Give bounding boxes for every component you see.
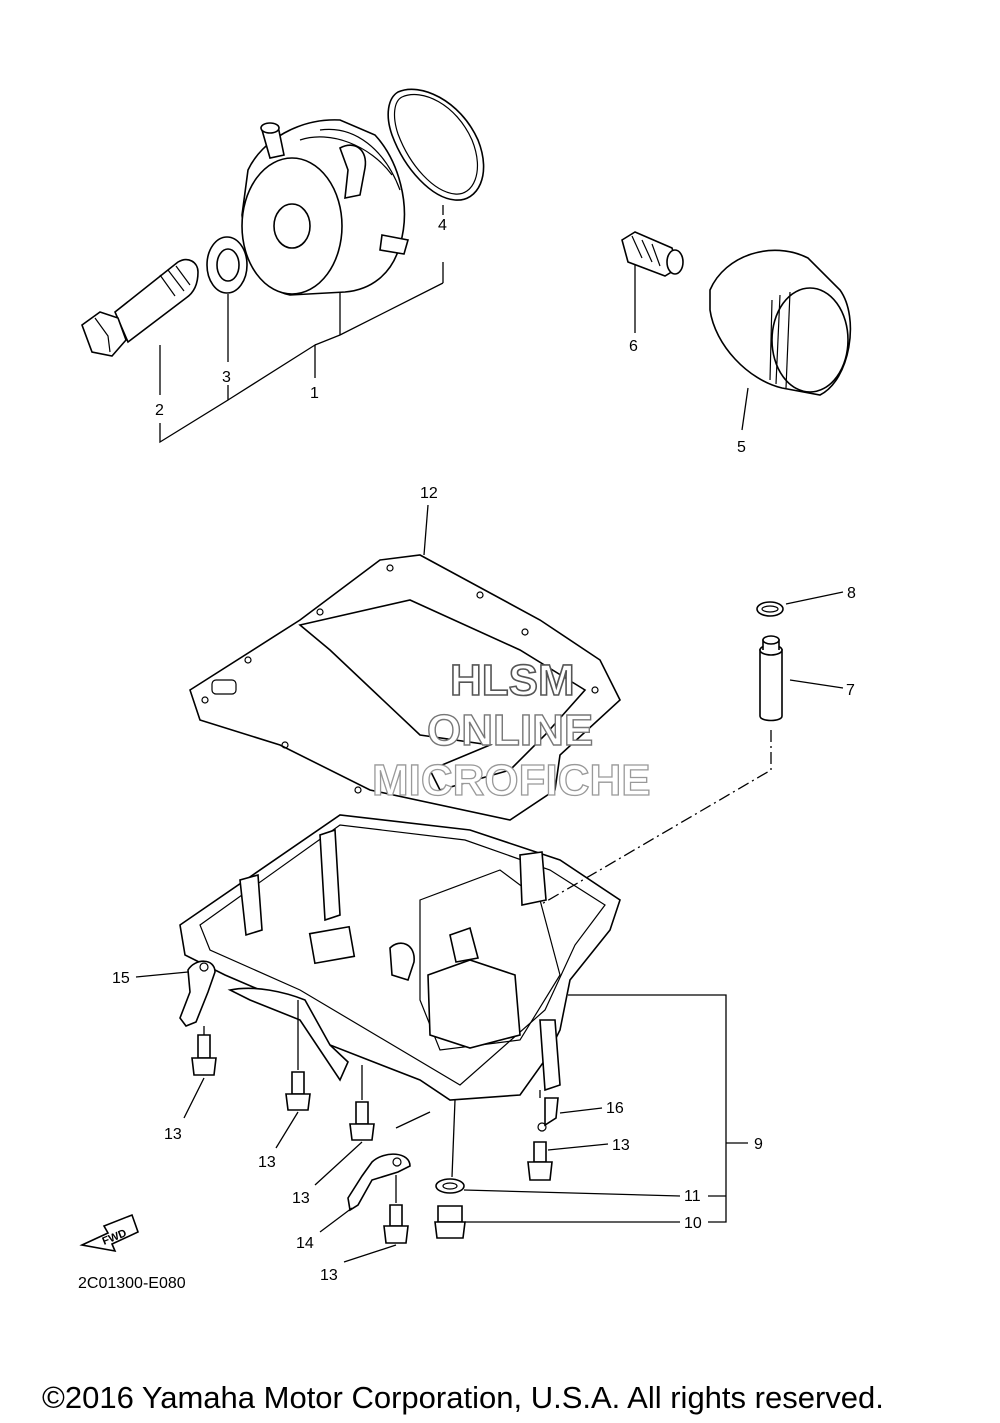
watermark-line-2: ONLINE <box>427 706 593 755</box>
oil-filter-part-5 <box>709 249 852 396</box>
drain-bolt-part-10 <box>434 1205 466 1239</box>
callout-6: 6 <box>629 338 638 355</box>
callout-3: 3 <box>222 369 231 386</box>
leader-lines-top <box>159 205 749 444</box>
leader-lines-bottom <box>135 504 844 1263</box>
callout-11: 11 <box>684 1188 701 1205</box>
fwd-arrow-icon: FWD <box>79 1213 139 1253</box>
bracket-part-14 <box>347 1153 411 1212</box>
callout-8: 8 <box>847 585 856 602</box>
watermark: HLSM ONLINE MICROFICHE <box>371 655 651 805</box>
gasket-part-11 <box>435 1178 465 1194</box>
bolt-part-13-c <box>349 1101 375 1141</box>
o-ring-part-8 <box>756 601 784 617</box>
bracket-part-16 <box>537 1097 559 1132</box>
callout-13-a: 13 <box>164 1126 182 1143</box>
callout-labels: 1 2 3 4 5 6 7 8 9 10 11 12 13 13 13 13 1… <box>112 217 856 1284</box>
o-ring-part-4 <box>387 88 485 201</box>
bolt-part-13-d <box>383 1204 409 1244</box>
oil-pan-gasket-part-12 <box>189 554 621 821</box>
callout-9: 9 <box>754 1136 763 1153</box>
diagram-code: 2C01300-E080 <box>78 1275 186 1292</box>
bolt-part-13-a <box>191 1034 217 1076</box>
callout-10: 10 <box>684 1215 702 1232</box>
pipe-part-7 <box>759 635 783 722</box>
oil-pan-part-9 <box>179 814 621 1101</box>
callout-7: 7 <box>846 682 855 699</box>
fitting-part-6 <box>621 231 684 277</box>
callout-12: 12 <box>420 485 438 502</box>
callout-5: 5 <box>737 439 746 456</box>
callout-13-c: 13 <box>292 1190 310 1207</box>
callout-13-b: 13 <box>258 1154 276 1171</box>
callout-4: 4 <box>438 217 447 234</box>
callout-2: 2 <box>155 402 164 419</box>
callout-15: 15 <box>112 970 130 987</box>
watermark-line-3: MICROFICHE <box>372 756 651 805</box>
washer-part-3 <box>206 236 248 294</box>
callout-16: 16 <box>606 1100 624 1117</box>
union-bolt-part-2 <box>81 258 199 357</box>
bracket-part-15 <box>179 960 216 1027</box>
bolt-part-13-e <box>527 1141 553 1181</box>
watermark-line-1: HLSM <box>450 656 575 705</box>
copyright-notice: ©2016 Yamaha Motor Corporation, U.S.A. A… <box>42 1380 884 1415</box>
callout-13-e: 13 <box>612 1137 630 1154</box>
callout-1: 1 <box>310 385 319 402</box>
fwd-label: FWD <box>101 1227 129 1248</box>
callout-13-d: 13 <box>320 1267 338 1284</box>
oil-cooler-part <box>241 119 410 296</box>
bolt-part-13-b <box>285 1071 311 1111</box>
callout-14: 14 <box>296 1235 314 1252</box>
